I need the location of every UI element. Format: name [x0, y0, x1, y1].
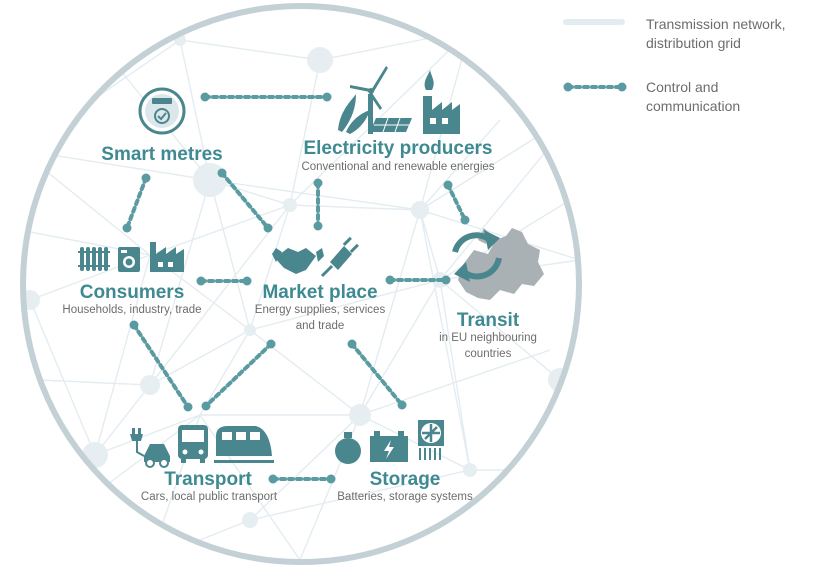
connection-metres-consumers	[125, 176, 148, 230]
biomass-icon	[338, 94, 370, 134]
connection-producers-transit	[446, 183, 467, 222]
storage-title: Storage	[369, 469, 441, 490]
plug-icon	[320, 236, 359, 278]
market-place-subtitle-line1: Energy supplies, services	[254, 304, 386, 316]
legend	[563, 19, 627, 92]
smart-metres-title: Smart metres	[101, 144, 223, 165]
electricity-producers-title: Electricity producers	[303, 138, 493, 159]
legend-control-label: Control and communication	[646, 79, 741, 114]
transit-title: Transit	[456, 310, 520, 331]
transit-subtitle-line1: in EU neighbouring	[439, 332, 537, 344]
washing-machine-icon	[118, 247, 140, 272]
connection-metres-market	[220, 171, 270, 230]
bus-icon	[178, 425, 208, 463]
solar-panel-icon	[370, 117, 412, 133]
consumers-subtitle: Households, industry, trade	[62, 304, 202, 316]
gas-tank-icon	[335, 432, 361, 464]
connection-market-storage	[350, 342, 404, 407]
transit-subtitle-line2: countries	[464, 348, 512, 360]
battery-icon	[370, 431, 408, 462]
legend-network-label: Transmission network, distribution grid	[646, 16, 786, 51]
connection-consumers-transport	[132, 323, 190, 409]
radiator-icon	[78, 247, 110, 271]
market-place-subtitle-line2: and trade	[295, 320, 345, 332]
market-place-title: Market place	[262, 282, 378, 303]
legend-control-dot-end	[617, 82, 627, 92]
control-connections	[125, 95, 467, 481]
transport-subtitle: Cars, local public transport	[140, 491, 278, 503]
network-boundary-circle	[20, 3, 582, 565]
factory-icon	[150, 242, 184, 272]
wind-turbine-icon	[350, 66, 388, 134]
power-plant-icon	[423, 70, 460, 134]
connection-endpoints	[122, 92, 470, 484]
connection-market-transport	[204, 342, 273, 408]
fan-storage-icon	[418, 420, 444, 460]
legend-control-dot-start	[563, 82, 573, 92]
transport-title: Transport	[164, 469, 252, 490]
cycle-arrowheads	[454, 230, 500, 282]
consumers-title: Consumers	[79, 282, 185, 303]
electric-car-icon	[130, 428, 170, 468]
electricity-producers-subtitle: Conventional and renewable energies	[301, 161, 495, 173]
storage-subtitle: Batteries, storage systems	[337, 491, 473, 503]
handshake-icon	[272, 248, 324, 274]
train-icon	[214, 426, 274, 463]
smart-meter-icon	[138, 87, 186, 135]
